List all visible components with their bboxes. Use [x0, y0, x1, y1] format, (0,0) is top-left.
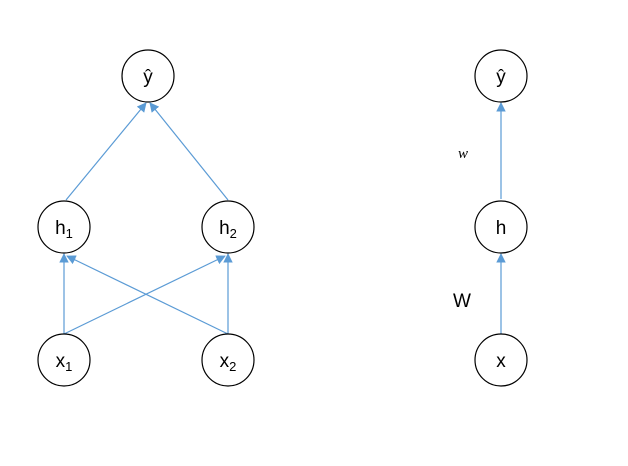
left-hidden-node-h2: h2	[201, 200, 255, 254]
svg-text:h1: h1	[55, 218, 73, 241]
right-input-node: x	[474, 333, 528, 387]
edge-x2-to-h1	[66, 255, 229, 335]
svg-text:ŷ: ŷ	[143, 67, 153, 88]
left-input-node-x1: x1	[37, 333, 91, 387]
node-label-main: x	[56, 351, 66, 372]
node-label-subscript: 1	[66, 226, 73, 241]
right-output-node: ŷ	[474, 49, 528, 103]
svg-text:x1: x1	[56, 351, 73, 374]
node-label-main: h	[219, 218, 230, 239]
node-label-main: h	[55, 218, 66, 239]
svg-text:ŷ: ŷ	[496, 67, 506, 88]
left-hidden-node-h1: h1	[37, 200, 91, 254]
svg-text:x2: x2	[220, 351, 237, 374]
left-network-edges	[59, 102, 233, 335]
edge-h2-to-yhat	[149, 102, 229, 201]
node-label-main: x	[496, 351, 506, 372]
left-output-node: ŷ	[121, 49, 175, 103]
svg-text:h2: h2	[219, 218, 237, 241]
edge-h1-to-yhat	[65, 102, 147, 201]
svg-text:x: x	[496, 351, 506, 372]
node-label-main: h	[496, 218, 507, 239]
weight-label-W: W	[453, 291, 471, 312]
edge-x1-to-h2	[63, 255, 226, 335]
svg-text:h: h	[496, 218, 507, 239]
node-label-subscript: 1	[65, 359, 72, 374]
node-label-subscript: 2	[229, 359, 236, 374]
node-label-main: x	[220, 351, 230, 372]
node-label-subscript: 2	[230, 226, 237, 241]
weight-label-w: w	[458, 146, 468, 162]
node-label-main: ŷ	[496, 67, 506, 88]
right-hidden-node: h	[474, 200, 528, 254]
node-label-main: ŷ	[143, 67, 153, 88]
left-input-node-x2: x2	[201, 333, 255, 387]
